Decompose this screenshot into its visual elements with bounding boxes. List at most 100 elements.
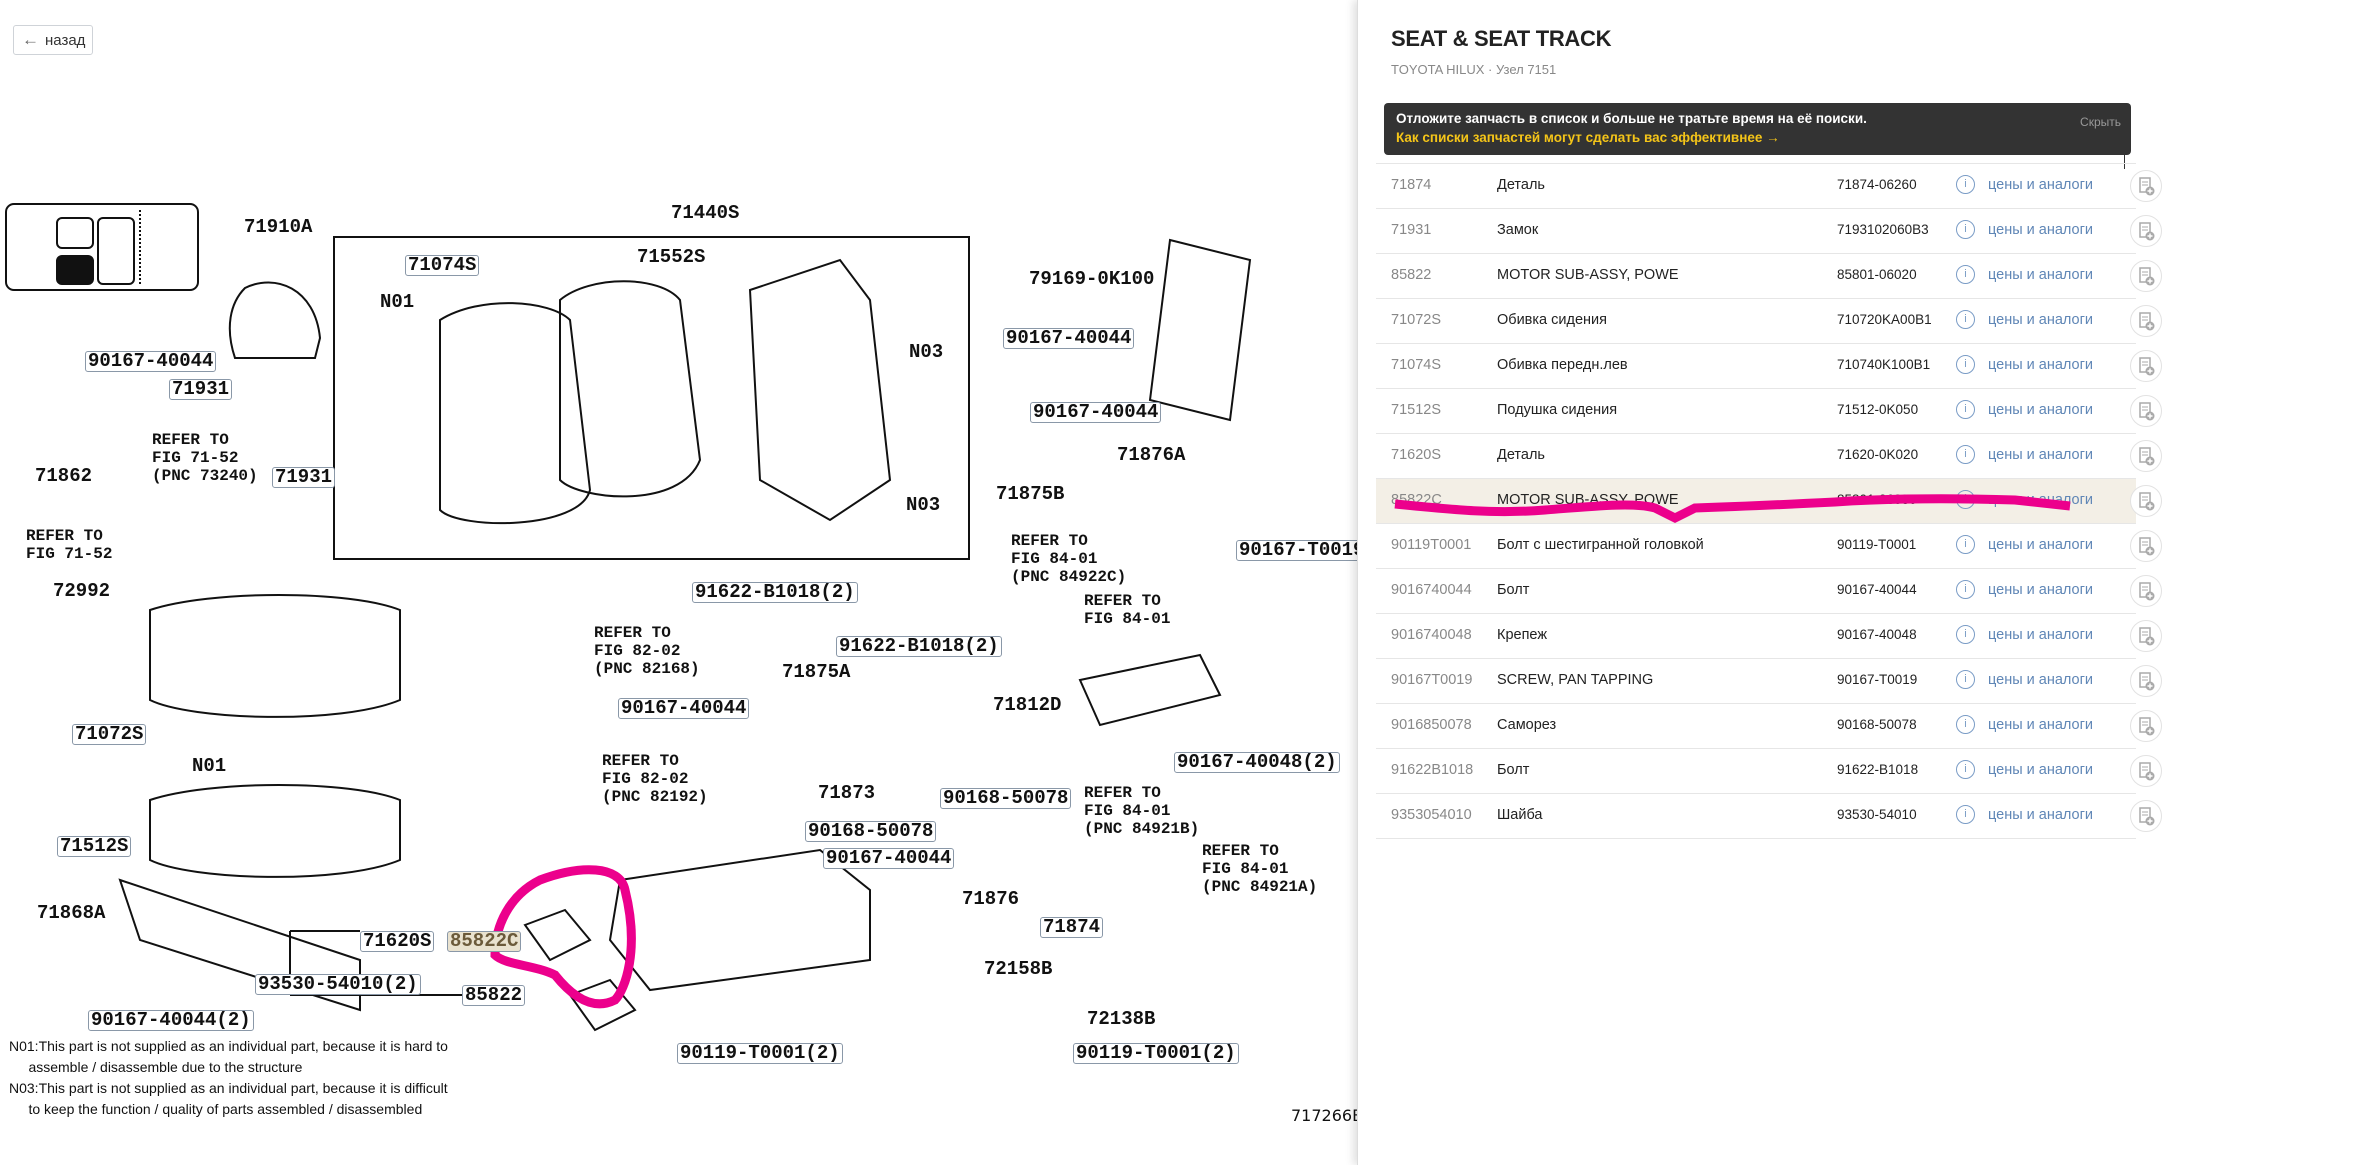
prices-link[interactable]: цены и аналоги — [1988, 762, 2094, 778]
prices-link[interactable]: цены и аналоги — [1988, 672, 2094, 688]
row-name: SCREW, PAN TAPPING — [1497, 672, 1654, 688]
callout-label[interactable]: 90167-40044(2) — [88, 1010, 254, 1031]
row-ref: 71074S — [1391, 357, 1441, 373]
info-icon[interactable]: i — [1956, 535, 1975, 554]
prices-link[interactable]: цены и аналоги — [1988, 357, 2094, 373]
callout-label[interactable]: 71874 — [1040, 917, 1104, 938]
row-part-number: 71620-0K020 — [1837, 447, 1919, 462]
info-icon[interactable]: i — [1956, 355, 1975, 374]
callout-label[interactable]: 91622-B1018(2) — [836, 636, 1002, 657]
callout-label[interactable]: 90167-40044 — [1003, 328, 1135, 349]
prices-link[interactable]: цены и аналоги — [1988, 402, 2094, 418]
info-icon[interactable]: i — [1956, 310, 1975, 329]
back-button[interactable]: ← назад — [13, 25, 93, 55]
info-icon[interactable]: i — [1956, 715, 1975, 734]
info-icon[interactable]: i — [1956, 265, 1975, 284]
add-to-list-button[interactable] — [2130, 755, 2162, 787]
prices-link[interactable]: цены и аналоги — [1988, 177, 2094, 193]
add-to-list-button[interactable] — [2130, 665, 2162, 697]
callout-label: 71910A — [242, 216, 315, 238]
callout-label[interactable]: 90168-50078 — [940, 788, 1072, 809]
row-part-number: 90167-40044 — [1837, 582, 1917, 597]
callout-label-highlighted[interactable]: 85822C — [447, 931, 522, 952]
add-to-list-button[interactable] — [2130, 710, 2162, 742]
prices-link[interactable]: цены и аналоги — [1988, 627, 2094, 643]
add-to-list-button[interactable] — [2130, 530, 2162, 562]
info-icon[interactable]: i — [1956, 580, 1975, 599]
row-ref: 71512S — [1391, 402, 1441, 418]
add-to-list-button[interactable] — [2130, 440, 2162, 472]
add-to-list-button[interactable] — [2130, 395, 2162, 427]
callout-label[interactable]: 90168-50078 — [805, 821, 937, 842]
callout-label: N01 — [378, 291, 417, 313]
callout-label[interactable]: 71072S — [72, 724, 147, 745]
row-part-number: 710720KA00B1 — [1837, 312, 1932, 327]
add-to-list-button[interactable] — [2130, 260, 2162, 292]
add-to-list-button[interactable] — [2130, 170, 2162, 202]
info-icon[interactable]: i — [1956, 445, 1975, 464]
info-icon[interactable]: i — [1956, 175, 1975, 194]
add-to-list-button[interactable] — [2130, 485, 2162, 517]
prices-link[interactable]: цены и аналоги — [1988, 447, 2094, 463]
callout-label[interactable]: 93530-54010(2) — [255, 974, 421, 995]
prices-link[interactable]: цены и аналоги — [1988, 807, 2094, 823]
add-to-list-button[interactable] — [2130, 350, 2162, 382]
prices-link[interactable]: цены и аналоги — [1988, 582, 2094, 598]
callout-label[interactable]: 90167-T0019 — [1236, 540, 1368, 561]
list-add-icon — [2139, 717, 2155, 736]
info-icon[interactable]: i — [1956, 805, 1975, 824]
list-add-icon — [2139, 807, 2155, 826]
prices-link[interactable]: цены и аналоги — [1988, 717, 2094, 733]
callout-label[interactable]: 71512S — [57, 836, 132, 857]
callout-label[interactable]: 91622-B1018(2) — [692, 582, 858, 603]
callout-label[interactable]: 71620S — [360, 931, 435, 952]
info-icon[interactable]: i — [1956, 490, 1975, 509]
callout-label[interactable]: 71931 — [169, 379, 233, 400]
banner-link[interactable]: Как списки запчастей могут сделать вас э… — [1396, 130, 1780, 145]
prices-link[interactable]: цены и аналоги — [1988, 267, 2094, 283]
info-icon[interactable]: i — [1956, 400, 1975, 419]
callout-label[interactable]: 90119-T0001(2) — [677, 1043, 843, 1064]
banner-hide-button[interactable]: Скрыть — [2080, 115, 2121, 129]
prices-link[interactable]: цены и аналоги — [1988, 222, 2094, 238]
info-icon[interactable]: i — [1956, 220, 1975, 239]
add-to-list-button[interactable] — [2130, 620, 2162, 652]
add-to-list-button[interactable] — [2130, 575, 2162, 607]
info-icon[interactable]: i — [1956, 670, 1975, 689]
prices-link[interactable]: цены и аналоги — [1988, 492, 2094, 508]
add-to-list-button[interactable] — [2130, 305, 2162, 337]
prices-link[interactable]: цены и аналоги — [1988, 537, 2094, 553]
callout-label: 71873 — [816, 782, 878, 804]
arrow-left-icon: ← — [22, 30, 39, 49]
callout-label[interactable]: 90119-T0001(2) — [1073, 1043, 1239, 1064]
row-ref: 71874 — [1391, 177, 1432, 193]
callout-label[interactable]: 90167-40044 — [823, 848, 955, 869]
prices-link[interactable]: цены и аналоги — [1988, 312, 2094, 328]
info-icon[interactable]: i — [1956, 760, 1975, 779]
callout-label[interactable]: 71931 — [272, 467, 336, 488]
callout-label[interactable]: 90167-40044 — [1030, 402, 1162, 423]
callout-label[interactable]: 85822 — [462, 985, 526, 1006]
info-icon[interactable]: i — [1956, 625, 1975, 644]
callout-label[interactable]: 90167-40048(2) — [1174, 752, 1340, 773]
add-to-list-button[interactable] — [2130, 800, 2162, 832]
callout-label[interactable]: 90167-40044 — [85, 351, 217, 372]
callout-label[interactable]: 71074S — [405, 255, 480, 276]
add-to-list-button[interactable] — [2130, 215, 2162, 247]
callout-label[interactable]: 90167-40044 — [618, 698, 750, 719]
